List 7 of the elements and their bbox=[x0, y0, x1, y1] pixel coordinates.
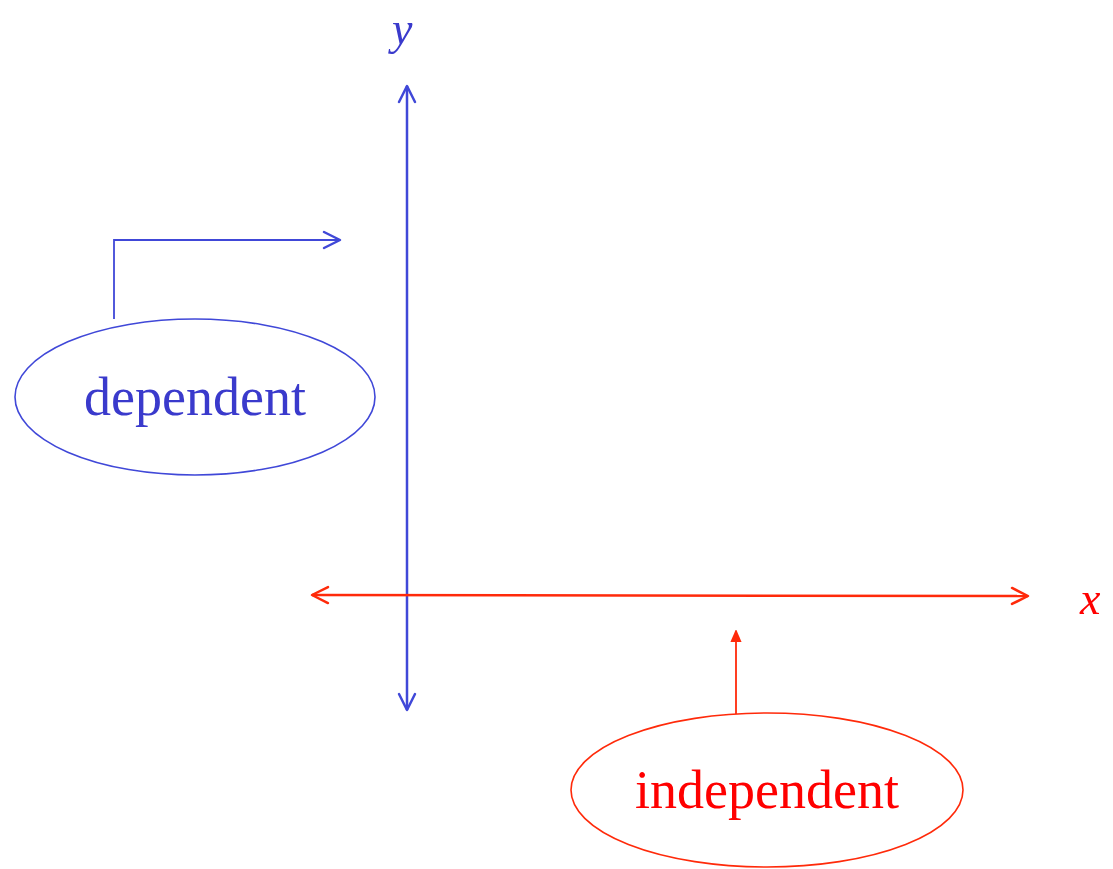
leader-arrow bbox=[113, 230, 342, 320]
ellipse-text: dependent bbox=[84, 366, 306, 428]
label-ellipse bbox=[570, 712, 964, 868]
label-ellipse bbox=[14, 318, 376, 476]
ellipse-text: independent bbox=[635, 759, 899, 821]
axis-label: x bbox=[1080, 576, 1101, 622]
leader-arrow bbox=[730, 629, 742, 715]
